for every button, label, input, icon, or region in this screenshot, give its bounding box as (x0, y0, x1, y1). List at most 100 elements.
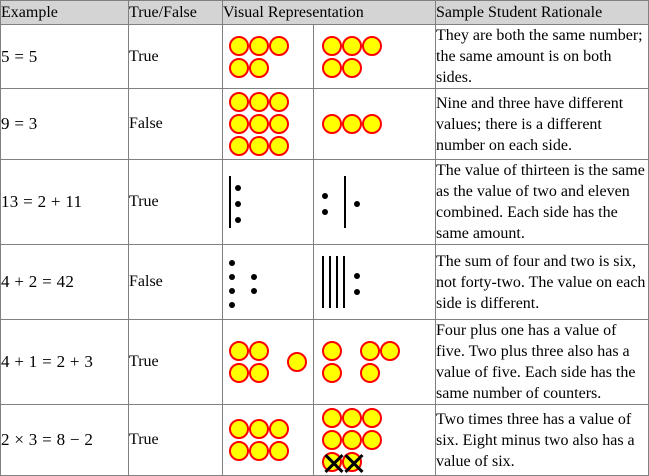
unit-dot (322, 209, 328, 215)
visual-pane-right (314, 405, 434, 475)
counter-circle (322, 341, 342, 361)
visual-pane-right (314, 25, 434, 88)
table-row: 5 = 5 True (0, 24, 649, 89)
visual-pane-right (314, 89, 434, 159)
counter-circle (229, 441, 249, 461)
counter-group (229, 340, 269, 384)
counter-circle (229, 419, 249, 439)
cell-example: 5 = 5 (0, 24, 129, 89)
unit-dot (229, 302, 235, 308)
dot-group (229, 245, 257, 319)
column-header-true-false: True/False (128, 0, 223, 25)
base-ten-group (322, 160, 360, 244)
counter-circle (322, 57, 342, 78)
counter-circle (249, 92, 269, 112)
counter-circle (322, 430, 342, 450)
counter-circle (249, 341, 269, 361)
cell-visual-representation (222, 88, 436, 160)
counter-circle (287, 352, 307, 372)
unit-dot (354, 201, 360, 207)
unit-dot-column (251, 266, 257, 298)
counter-group (322, 340, 342, 384)
cell-visual-representation (222, 319, 436, 405)
counter-circle (269, 114, 289, 134)
visual-pane-right (314, 320, 434, 404)
table-row: 13 = 2 + 11 True (0, 159, 649, 245)
unit-dot (251, 274, 257, 280)
counter-circle (380, 341, 400, 361)
unit-dot (235, 217, 241, 223)
unit-dot-column (235, 176, 241, 228)
cell-rationale: Four plus one has a value of five. Two p… (435, 319, 649, 405)
unit-dot (235, 201, 241, 207)
cell-example: 13 = 2 + 11 (0, 159, 129, 245)
counter-circle (322, 35, 342, 56)
cell-true-false: False (128, 244, 223, 320)
cell-true-false: True (128, 159, 223, 245)
counter-group (287, 351, 307, 373)
counter-group (322, 35, 382, 79)
counter-circle (229, 114, 249, 134)
visual-pane-left (223, 89, 314, 159)
unit-dot (229, 260, 235, 266)
cell-visual-representation (222, 244, 436, 320)
counter-circle (249, 35, 269, 56)
counter-circle (249, 441, 269, 461)
counter-circle (269, 136, 289, 156)
counter-circle (362, 430, 382, 450)
cell-example: 2 × 3 = 8 − 2 (0, 404, 129, 476)
counter-circle (269, 92, 289, 112)
base-ten-group (229, 160, 241, 244)
counter-group (229, 35, 289, 79)
table-row: 4 + 2 = 42 False (0, 244, 649, 320)
cell-rationale: Two times three has a value of six. Eigh… (435, 404, 649, 476)
visual-pane-left (223, 245, 314, 319)
cell-example: 4 + 2 = 42 (0, 244, 129, 320)
counter-circle-crossed (322, 452, 342, 472)
visual-pane-left (223, 405, 314, 475)
table-row: 9 = 3 False (0, 88, 649, 160)
worksheet-page: Example True/False Visual Representation… (0, 0, 649, 455)
counter-circle (342, 57, 362, 78)
counter-circle (269, 441, 289, 461)
counter-group (229, 418, 289, 462)
ten-rod (329, 256, 331, 308)
cell-rationale: The value of thirteen is the same as the… (435, 159, 649, 245)
counter-circle (229, 136, 249, 156)
column-header-rationale: Sample Student Rationale (435, 0, 649, 25)
cell-rationale: Nine and three have different values; th… (435, 88, 649, 160)
column-header-visual: Visual Representation (222, 0, 436, 25)
visual-pane-left (223, 25, 314, 88)
table-header: Example True/False Visual Representation… (0, 0, 649, 25)
cell-example: 4 + 1 = 2 + 3 (0, 319, 129, 405)
base-ten-group (322, 245, 360, 319)
cell-visual-representation (222, 404, 436, 476)
cell-true-false: True (128, 404, 223, 476)
counter-circle (249, 114, 269, 134)
counter-group (322, 407, 382, 473)
unit-dot (322, 193, 328, 199)
counter-circle (249, 419, 269, 439)
counter-circle (229, 341, 249, 361)
counter-circle (229, 35, 249, 56)
cell-rationale: They are both the same number; the same … (435, 24, 649, 89)
cell-rationale: The sum of four and two is six, not fort… (435, 244, 649, 320)
ten-rod (343, 256, 345, 308)
counter-circle (342, 430, 362, 450)
unit-dot (251, 288, 257, 294)
table-row: 2 × 3 = 8 − 2 True (0, 404, 649, 476)
unit-dot (229, 288, 235, 294)
cell-visual-representation (222, 159, 436, 245)
ten-rod (229, 176, 231, 228)
unit-dot (229, 274, 235, 280)
unit-dot (354, 273, 360, 279)
unit-dot-column (354, 192, 360, 212)
table-header-row: Example True/False Visual Representation… (0, 0, 649, 25)
counter-circle (249, 136, 269, 156)
counter-circle (342, 408, 362, 428)
ten-rod (322, 256, 324, 308)
cell-true-false: False (128, 88, 223, 160)
counter-circle (229, 57, 249, 78)
unit-dot-column (229, 252, 235, 312)
counter-group (360, 340, 400, 384)
